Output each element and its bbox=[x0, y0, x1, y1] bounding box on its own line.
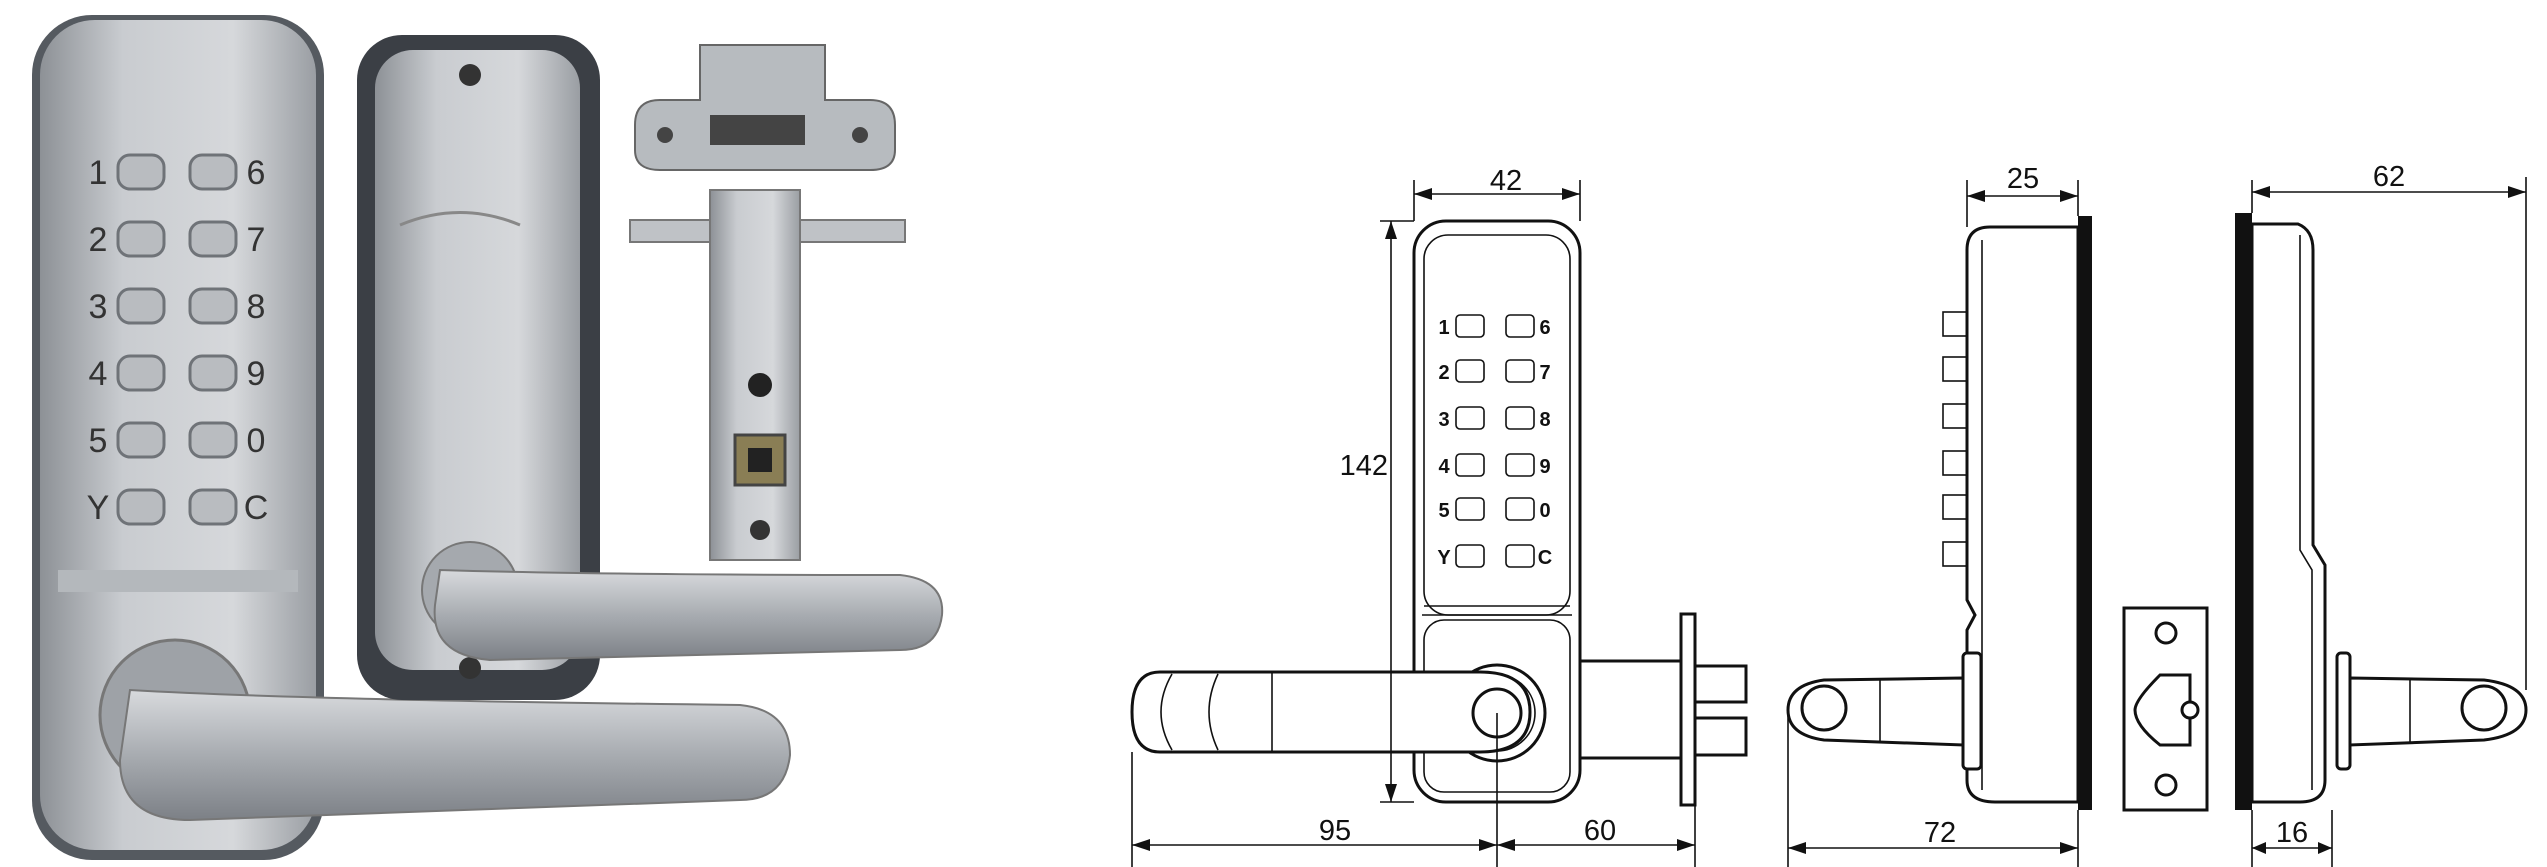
drawing-key bbox=[1505, 406, 1535, 430]
drawing-key-label: 3 bbox=[1438, 409, 1449, 431]
photo-key bbox=[188, 153, 238, 191]
strike-plate-drawing bbox=[2122, 606, 2209, 812]
drawing-key-label: 2 bbox=[1438, 362, 1449, 384]
drawing-key-label: 1 bbox=[1438, 317, 1449, 339]
drawing-key bbox=[1455, 406, 1485, 430]
drawing-key-label: 6 bbox=[1539, 317, 1550, 339]
side-button bbox=[1942, 494, 1968, 520]
drawing-key bbox=[1505, 453, 1535, 477]
photo-key bbox=[188, 354, 238, 392]
drawing-key bbox=[1505, 314, 1535, 338]
dim-height: 142 bbox=[1340, 450, 1388, 482]
drawing-key-label: 8 bbox=[1539, 409, 1550, 431]
drawing-key-label: 4 bbox=[1438, 456, 1450, 478]
side-button bbox=[1942, 541, 1968, 567]
photo-key-label: Y bbox=[87, 489, 110, 527]
drawing-key bbox=[1455, 359, 1485, 383]
dim-lever-length: 95 bbox=[1319, 815, 1351, 847]
dim-side-projection: 72 bbox=[1924, 817, 1956, 849]
side-button bbox=[1942, 311, 1968, 337]
side-button bbox=[1942, 403, 1968, 429]
inner-side-view-drawing: 62 16 bbox=[2235, 161, 2528, 867]
photo-key-label: 2 bbox=[89, 221, 108, 259]
photo-key bbox=[116, 220, 166, 258]
dim-inner-depth: 16 bbox=[2276, 817, 2308, 849]
photo-key bbox=[116, 354, 166, 392]
photo-key bbox=[116, 287, 166, 325]
drawing-key-label: 9 bbox=[1539, 456, 1550, 478]
photo-key-label: 6 bbox=[247, 154, 266, 192]
side-button bbox=[1942, 450, 1968, 476]
photo-key bbox=[188, 421, 238, 459]
strike-plate-photo bbox=[634, 44, 896, 171]
drawing-key bbox=[1455, 314, 1485, 338]
side-button bbox=[1942, 356, 1968, 382]
drawing-key-label: C bbox=[1538, 547, 1552, 569]
drawing-key bbox=[1455, 497, 1485, 521]
drawing-key bbox=[1505, 497, 1535, 521]
photo-key bbox=[188, 488, 238, 526]
drawing-key-label: Y bbox=[1437, 547, 1451, 569]
photo-key-label: 1 bbox=[89, 154, 108, 192]
dim-body-depth: 25 bbox=[2007, 163, 2039, 195]
drawing-key-label: 7 bbox=[1539, 362, 1550, 384]
photo-key bbox=[116, 153, 166, 191]
photo-key-label: 7 bbox=[247, 221, 266, 259]
drawing-key bbox=[1455, 544, 1485, 568]
photo-key-label: C bbox=[244, 489, 269, 527]
drawing-key bbox=[1455, 453, 1485, 477]
drawing-key-label: 0 bbox=[1539, 500, 1550, 522]
photo-key bbox=[116, 488, 166, 526]
latch-photo bbox=[629, 189, 906, 561]
photo-key bbox=[188, 220, 238, 258]
side-view-drawing: 25 72 bbox=[1786, 163, 2092, 867]
photo-key-label: 5 bbox=[89, 422, 108, 460]
photo-key bbox=[116, 421, 166, 459]
drawing-key bbox=[1505, 359, 1535, 383]
drawing-key bbox=[1505, 544, 1535, 568]
dim-inner-projection: 62 bbox=[2373, 161, 2405, 193]
photo-key-label: 0 bbox=[247, 422, 266, 460]
photo-key bbox=[188, 287, 238, 325]
drawing-key-label: 5 bbox=[1438, 500, 1449, 522]
photo-key-label: 8 bbox=[247, 288, 266, 326]
front-keypad-unit-photo: 1 6 2 7 3 8 4 9 5 0Y C bbox=[32, 15, 792, 860]
dim-width: 42 bbox=[1490, 165, 1522, 197]
dim-backset: 60 bbox=[1584, 815, 1616, 847]
back-plate-photo bbox=[357, 35, 944, 700]
photo-key-label: 9 bbox=[247, 355, 266, 393]
photo-key-label: 4 bbox=[89, 355, 108, 393]
photo-key-label: 3 bbox=[89, 288, 108, 326]
